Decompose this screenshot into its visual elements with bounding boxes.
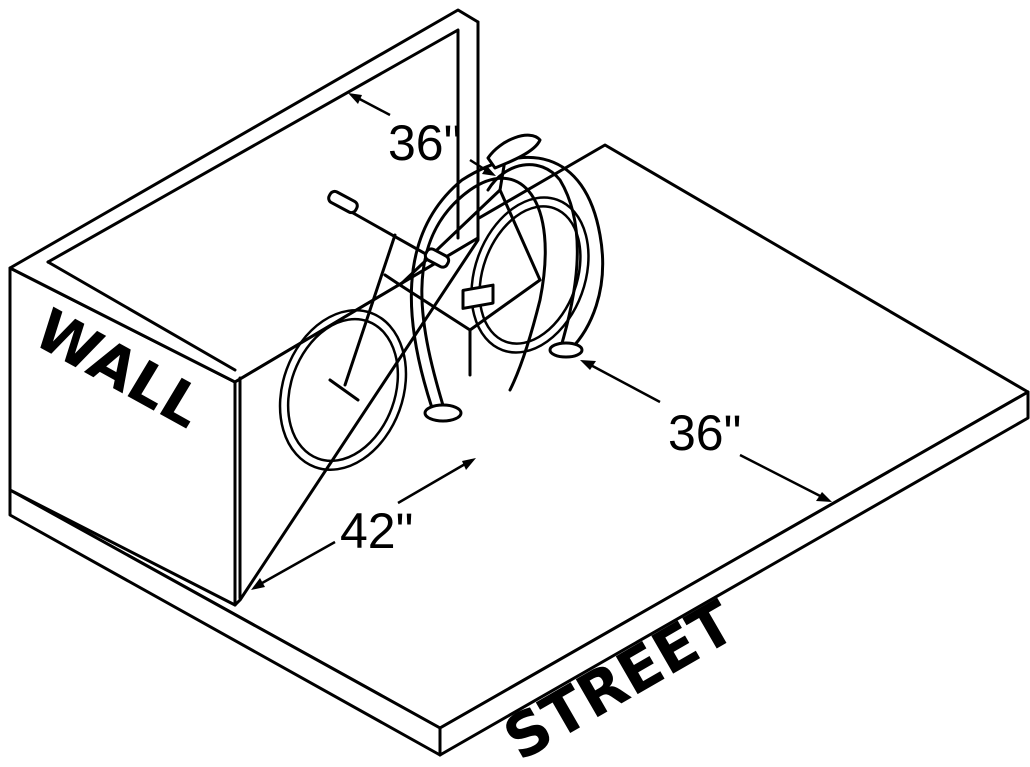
dimension-rack-spacing: 36" bbox=[580, 360, 832, 502]
rack-foot-back bbox=[548, 341, 584, 359]
wall-top-back bbox=[8, 8, 480, 384]
dim-street-arrowhead-left bbox=[251, 578, 265, 590]
bicycle bbox=[278, 133, 590, 471]
dim-wall-arrowhead-right bbox=[482, 166, 496, 176]
wall-top-inner-edge bbox=[46, 28, 460, 264]
dim-wall-arrowhead-left bbox=[348, 93, 362, 104]
bike-grip-left bbox=[327, 189, 359, 215]
bike-seat bbox=[486, 133, 542, 170]
sidewalk-side-face bbox=[438, 390, 1030, 757]
dim-street-arrowhead-right bbox=[462, 458, 476, 470]
dim-street-arrow-left bbox=[254, 540, 336, 589]
rack-loop-front bbox=[420, 176, 547, 414]
dim-rack-arrow-left bbox=[584, 360, 661, 404]
bike-pedal bbox=[461, 283, 495, 310]
bike-frame bbox=[383, 188, 542, 332]
bike-rear-wheel-inner bbox=[478, 205, 582, 345]
dim-street-arrow-right bbox=[397, 458, 473, 505]
dim-rack-arrowhead-left bbox=[580, 360, 596, 370]
dimension-wall-clearance: 36" bbox=[348, 93, 496, 176]
bike-rear-wheel-outer bbox=[470, 196, 590, 354]
dim-rack-arrow-right bbox=[739, 453, 829, 502]
wall-top-front-edge bbox=[46, 260, 237, 372]
rack-foot-front bbox=[423, 403, 463, 423]
wall bbox=[8, 8, 480, 607]
bike-grip-right bbox=[423, 247, 451, 269]
dim-rack-arrowhead-right bbox=[816, 492, 832, 502]
bike-front-wheel-inner bbox=[286, 317, 400, 463]
dim-street-clearance-label: 42" bbox=[340, 503, 413, 559]
dim-wall-clearance-label: 36" bbox=[388, 115, 461, 171]
rack-loop-back bbox=[486, 163, 579, 352]
rack-loop-outer bbox=[409, 156, 605, 410]
bike-front-hub bbox=[328, 378, 360, 402]
bike-front-wheel-outer bbox=[278, 309, 408, 471]
bike-fork bbox=[343, 233, 397, 387]
dim-rack-spacing-label: 36" bbox=[668, 405, 741, 461]
dimension-street-clearance: 42" bbox=[251, 458, 476, 590]
bike-rack bbox=[409, 156, 605, 423]
